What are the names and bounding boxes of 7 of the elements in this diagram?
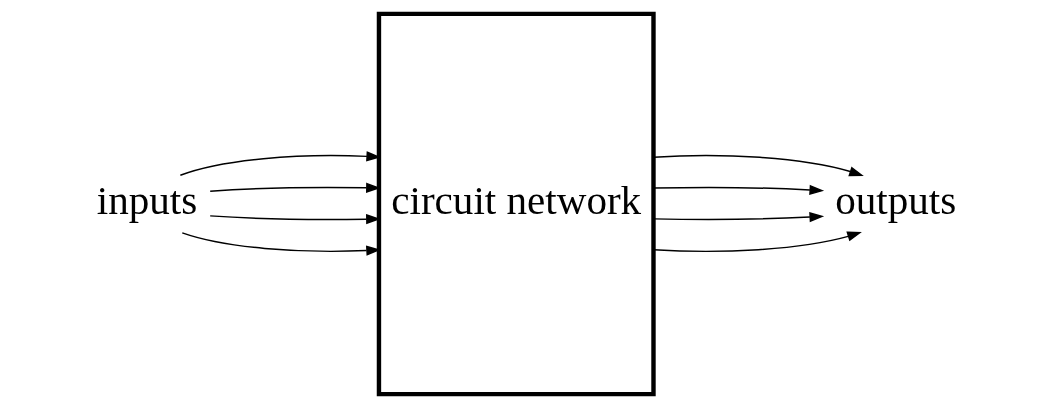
node-box: circuit network: [376, 11, 656, 397]
arrow: [652, 184, 824, 196]
arrow: [652, 154, 864, 177]
arrow: [652, 231, 862, 253]
node-text: outputs: [834, 177, 956, 224]
arrow: [652, 212, 824, 223]
node-text: inputs: [96, 177, 197, 224]
